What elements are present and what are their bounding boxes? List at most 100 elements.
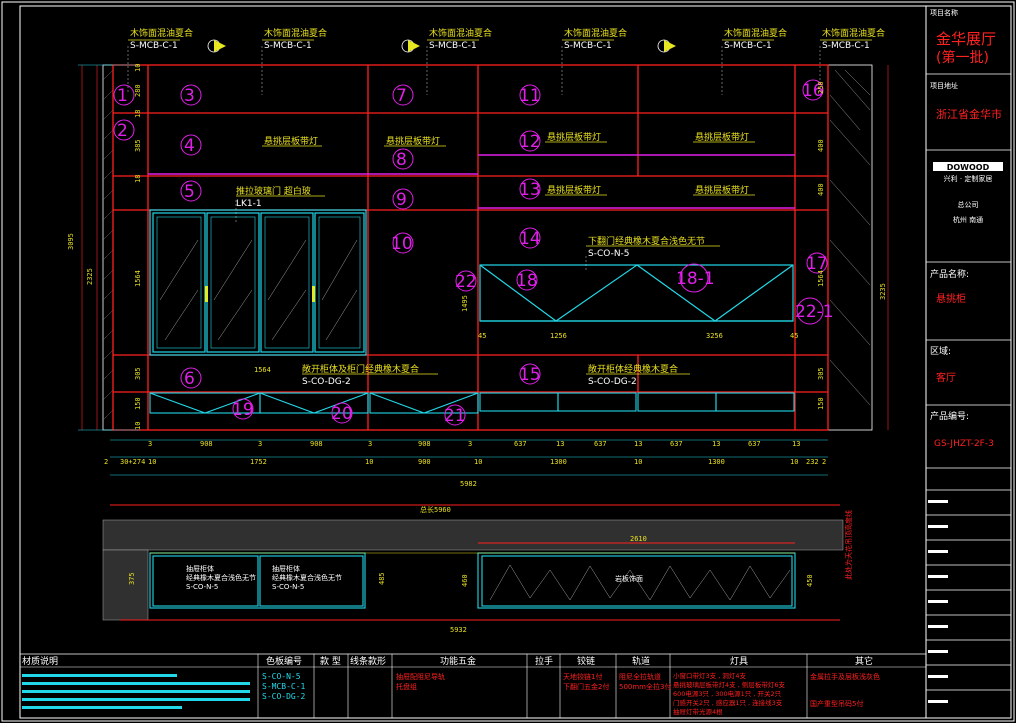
zone-number: 7 [396, 86, 407, 106]
plan-note: 抽屉柜体 [272, 564, 300, 573]
zone-number: 5 [184, 182, 195, 202]
plan-note: S-CO-N-5 [186, 583, 218, 591]
zone-number: 2 [117, 121, 128, 141]
zone-number: 15 [519, 365, 541, 385]
door-handle [205, 286, 208, 302]
zone-number: 20 [331, 404, 353, 424]
plan-note: 岩板饰面 [615, 574, 643, 583]
dimension-label: 900 [418, 458, 431, 466]
material-tag-code: S-MCB-C-1 [822, 41, 870, 51]
light-item: 抽屉灯带光源4根 [673, 707, 723, 716]
zone-number: 22-1 [795, 302, 834, 322]
section-marker-icon [401, 39, 420, 53]
dimension-total-bottom: 5982 [460, 480, 477, 488]
table-header: 拉手 [535, 655, 553, 667]
dimension-total-bottom: 5932 [450, 626, 467, 634]
dimension-label: 400 [817, 183, 825, 196]
zone-number: 10 [391, 234, 413, 254]
product-no: GS-JHZT-2F-3 [934, 439, 994, 449]
zone-number: 1 [117, 86, 128, 106]
material-tag-name: 木饰面混油夏合 [429, 27, 492, 39]
dimension-label: 305 [134, 367, 142, 380]
dimension-label: 375 [128, 572, 136, 585]
section-marker-icon [207, 39, 226, 53]
hardware-item: 托盘组 [396, 682, 417, 691]
dimension-label: 280 [134, 84, 142, 97]
shelf-label: 悬挑层板带灯 [695, 184, 749, 196]
zone-number: 4 [184, 136, 195, 156]
flip-door-code: S-CO-N-5 [588, 249, 630, 259]
dimension-label: 637 [670, 440, 683, 448]
project-label: 项目名称 [930, 8, 958, 17]
plan-note: 经典橡木夏合浅色无节 [186, 573, 256, 582]
zone-number: 8 [396, 150, 407, 170]
dimension-label: 385 [134, 139, 142, 152]
dimension-label: 30+274 [120, 458, 145, 466]
zone-number: 13 [519, 180, 541, 200]
material-swatch-line [22, 690, 250, 693]
dimension-label: 45 [790, 332, 798, 340]
shelf-label: 悬挑层板带灯 [264, 135, 318, 147]
dimension-label: 400 [817, 139, 825, 152]
plan-note: S-CO-N-5 [272, 583, 304, 591]
product-name: 悬挑柜 [936, 292, 966, 305]
drawer-row [149, 392, 795, 414]
dimension-label: 2 [822, 458, 826, 466]
dimension-label: 10 [634, 458, 642, 466]
material-tag-name: 木饰面混油夏合 [822, 27, 885, 39]
company-name: 总公司 [958, 200, 979, 209]
dimension-label: 1564 [254, 366, 271, 374]
zone-number: 22 [455, 272, 477, 292]
light-item: 600电源3只 , 300电源1只 , 开关2只 [673, 689, 782, 698]
dimension-label: 908 [200, 440, 213, 448]
other-item: 金属拉手及层板浅灰色 [810, 672, 880, 681]
dimension-label: 2 [104, 458, 108, 466]
dimension-label: 13 [792, 440, 800, 448]
plan-countertop [102, 519, 844, 551]
right-wall [827, 64, 873, 431]
plan-view: 总长5960 2610 375 485 460 450 5932 抽屉柜体 经典… [102, 504, 853, 634]
brand-logo [933, 162, 1003, 171]
address-label: 项目地址 [930, 81, 958, 90]
dimension-label: 18 [134, 110, 142, 118]
material-swatch-line [22, 698, 250, 701]
hinge-item: 下翻门五金2付 [563, 682, 609, 691]
dimension-label: 13 [634, 440, 642, 448]
dimension-label: 1495 [461, 295, 469, 312]
open-cabinet-label: 敞开柜体经典橡木夏合 [588, 363, 678, 375]
table-header: 功能五金 [440, 655, 476, 667]
material-tag-name: 木饰面混油夏合 [130, 27, 193, 39]
glass-door-cabinet [149, 209, 367, 356]
area-label: 区域: [930, 345, 951, 357]
table-header: 色板编号 [266, 655, 302, 667]
flip-door-cabinet [479, 264, 794, 322]
light-item: 小窗口带灯3支 , 洞灯4支 [673, 671, 746, 680]
table-header: 线条款形 [350, 655, 386, 667]
dimension-label: 150 [817, 397, 825, 410]
material-swatch-line [22, 706, 182, 709]
dimension-label: 250 [817, 81, 825, 94]
table-header: 铰链 [577, 655, 595, 667]
dimension-label: 18 [134, 175, 142, 183]
zone-number: 12 [519, 132, 541, 152]
dimension-label: 1564 [817, 270, 825, 287]
material-tag-code: S-MCB-C-1 [429, 41, 477, 51]
product-name-label: 产品名称: [930, 268, 969, 280]
product-no-label: 产品编号: [930, 410, 969, 422]
dimension-label: 45 [478, 332, 486, 340]
plan-note: 抽屉柜体 [186, 564, 214, 573]
elevation-view: 木饰面混油夏合 S-MCB-C-1 木饰面混油夏合 S-MCB-C-1 木饰面混… [67, 27, 889, 488]
dimension-label: 450 [806, 574, 814, 587]
zone-number: 18 [516, 271, 538, 291]
shelf-label: 悬挑层板带灯 [547, 184, 601, 196]
material-tag-name: 木饰面混油夏合 [724, 27, 787, 39]
company-cities: 杭州 南通 [953, 215, 983, 224]
open-cabinet-label: 敞开柜体及柜门经典橡木夏合 [302, 363, 419, 375]
dimension-label: 3256 [706, 332, 723, 340]
zone-number: 21 [444, 406, 466, 426]
dimension-label: 10 [134, 422, 142, 430]
project-batch: (第一批) [936, 49, 989, 66]
dimension-label: 1300 [708, 458, 725, 466]
